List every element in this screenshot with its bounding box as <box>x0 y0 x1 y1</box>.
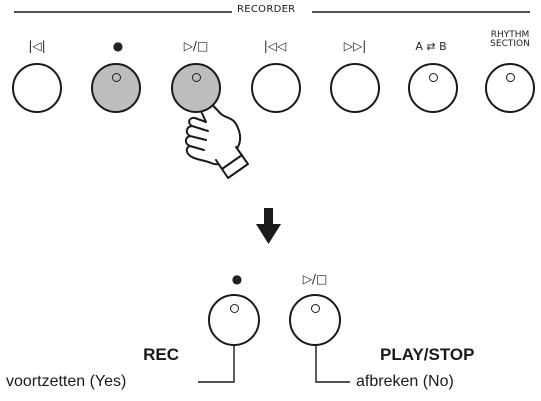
rec-icon: ● <box>112 39 124 53</box>
pointing-hand-icon <box>184 92 249 179</box>
rec-button[interactable] <box>91 63 141 113</box>
led-indicator <box>111 73 121 82</box>
play-stop-caption: afbreken (No) <box>356 373 454 390</box>
rec-button[interactable] <box>208 294 260 346</box>
led-indicator <box>505 73 515 82</box>
play-stop-icon: ▷/□ <box>183 39 209 53</box>
led-indicator <box>229 304 239 313</box>
down-arrow-icon <box>256 208 281 244</box>
led-indicator <box>191 73 201 82</box>
ab-repeat-button[interactable] <box>408 63 458 113</box>
led-indicator <box>310 304 320 313</box>
song-start-icon: |◁| <box>28 39 46 53</box>
recorder-title: RECORDER <box>233 4 300 15</box>
rec-label: REC <box>143 345 179 364</box>
rhythm-section-label: RHYTHM SECTION <box>490 30 530 49</box>
rec-caption: voortzetten (Yes) <box>6 373 127 390</box>
rewind-button[interactable] <box>251 63 301 113</box>
rewind-icon: |◁◁ <box>263 39 287 53</box>
fast-forward-button[interactable] <box>330 63 380 113</box>
play-stop-icon: ▷/□ <box>302 272 328 286</box>
ab-repeat-icon: A ⇄ B <box>415 40 447 53</box>
song-start-button[interactable] <box>12 63 62 113</box>
rhythm-section-button[interactable] <box>485 63 535 113</box>
play-stop-label: PLAY/STOP <box>380 345 475 364</box>
rec-icon: ● <box>231 272 243 286</box>
fast-forward-icon: ▷▷| <box>343 39 367 53</box>
play-stop-button[interactable] <box>289 294 341 346</box>
led-indicator <box>428 73 438 82</box>
play-stop-button[interactable] <box>171 63 221 113</box>
